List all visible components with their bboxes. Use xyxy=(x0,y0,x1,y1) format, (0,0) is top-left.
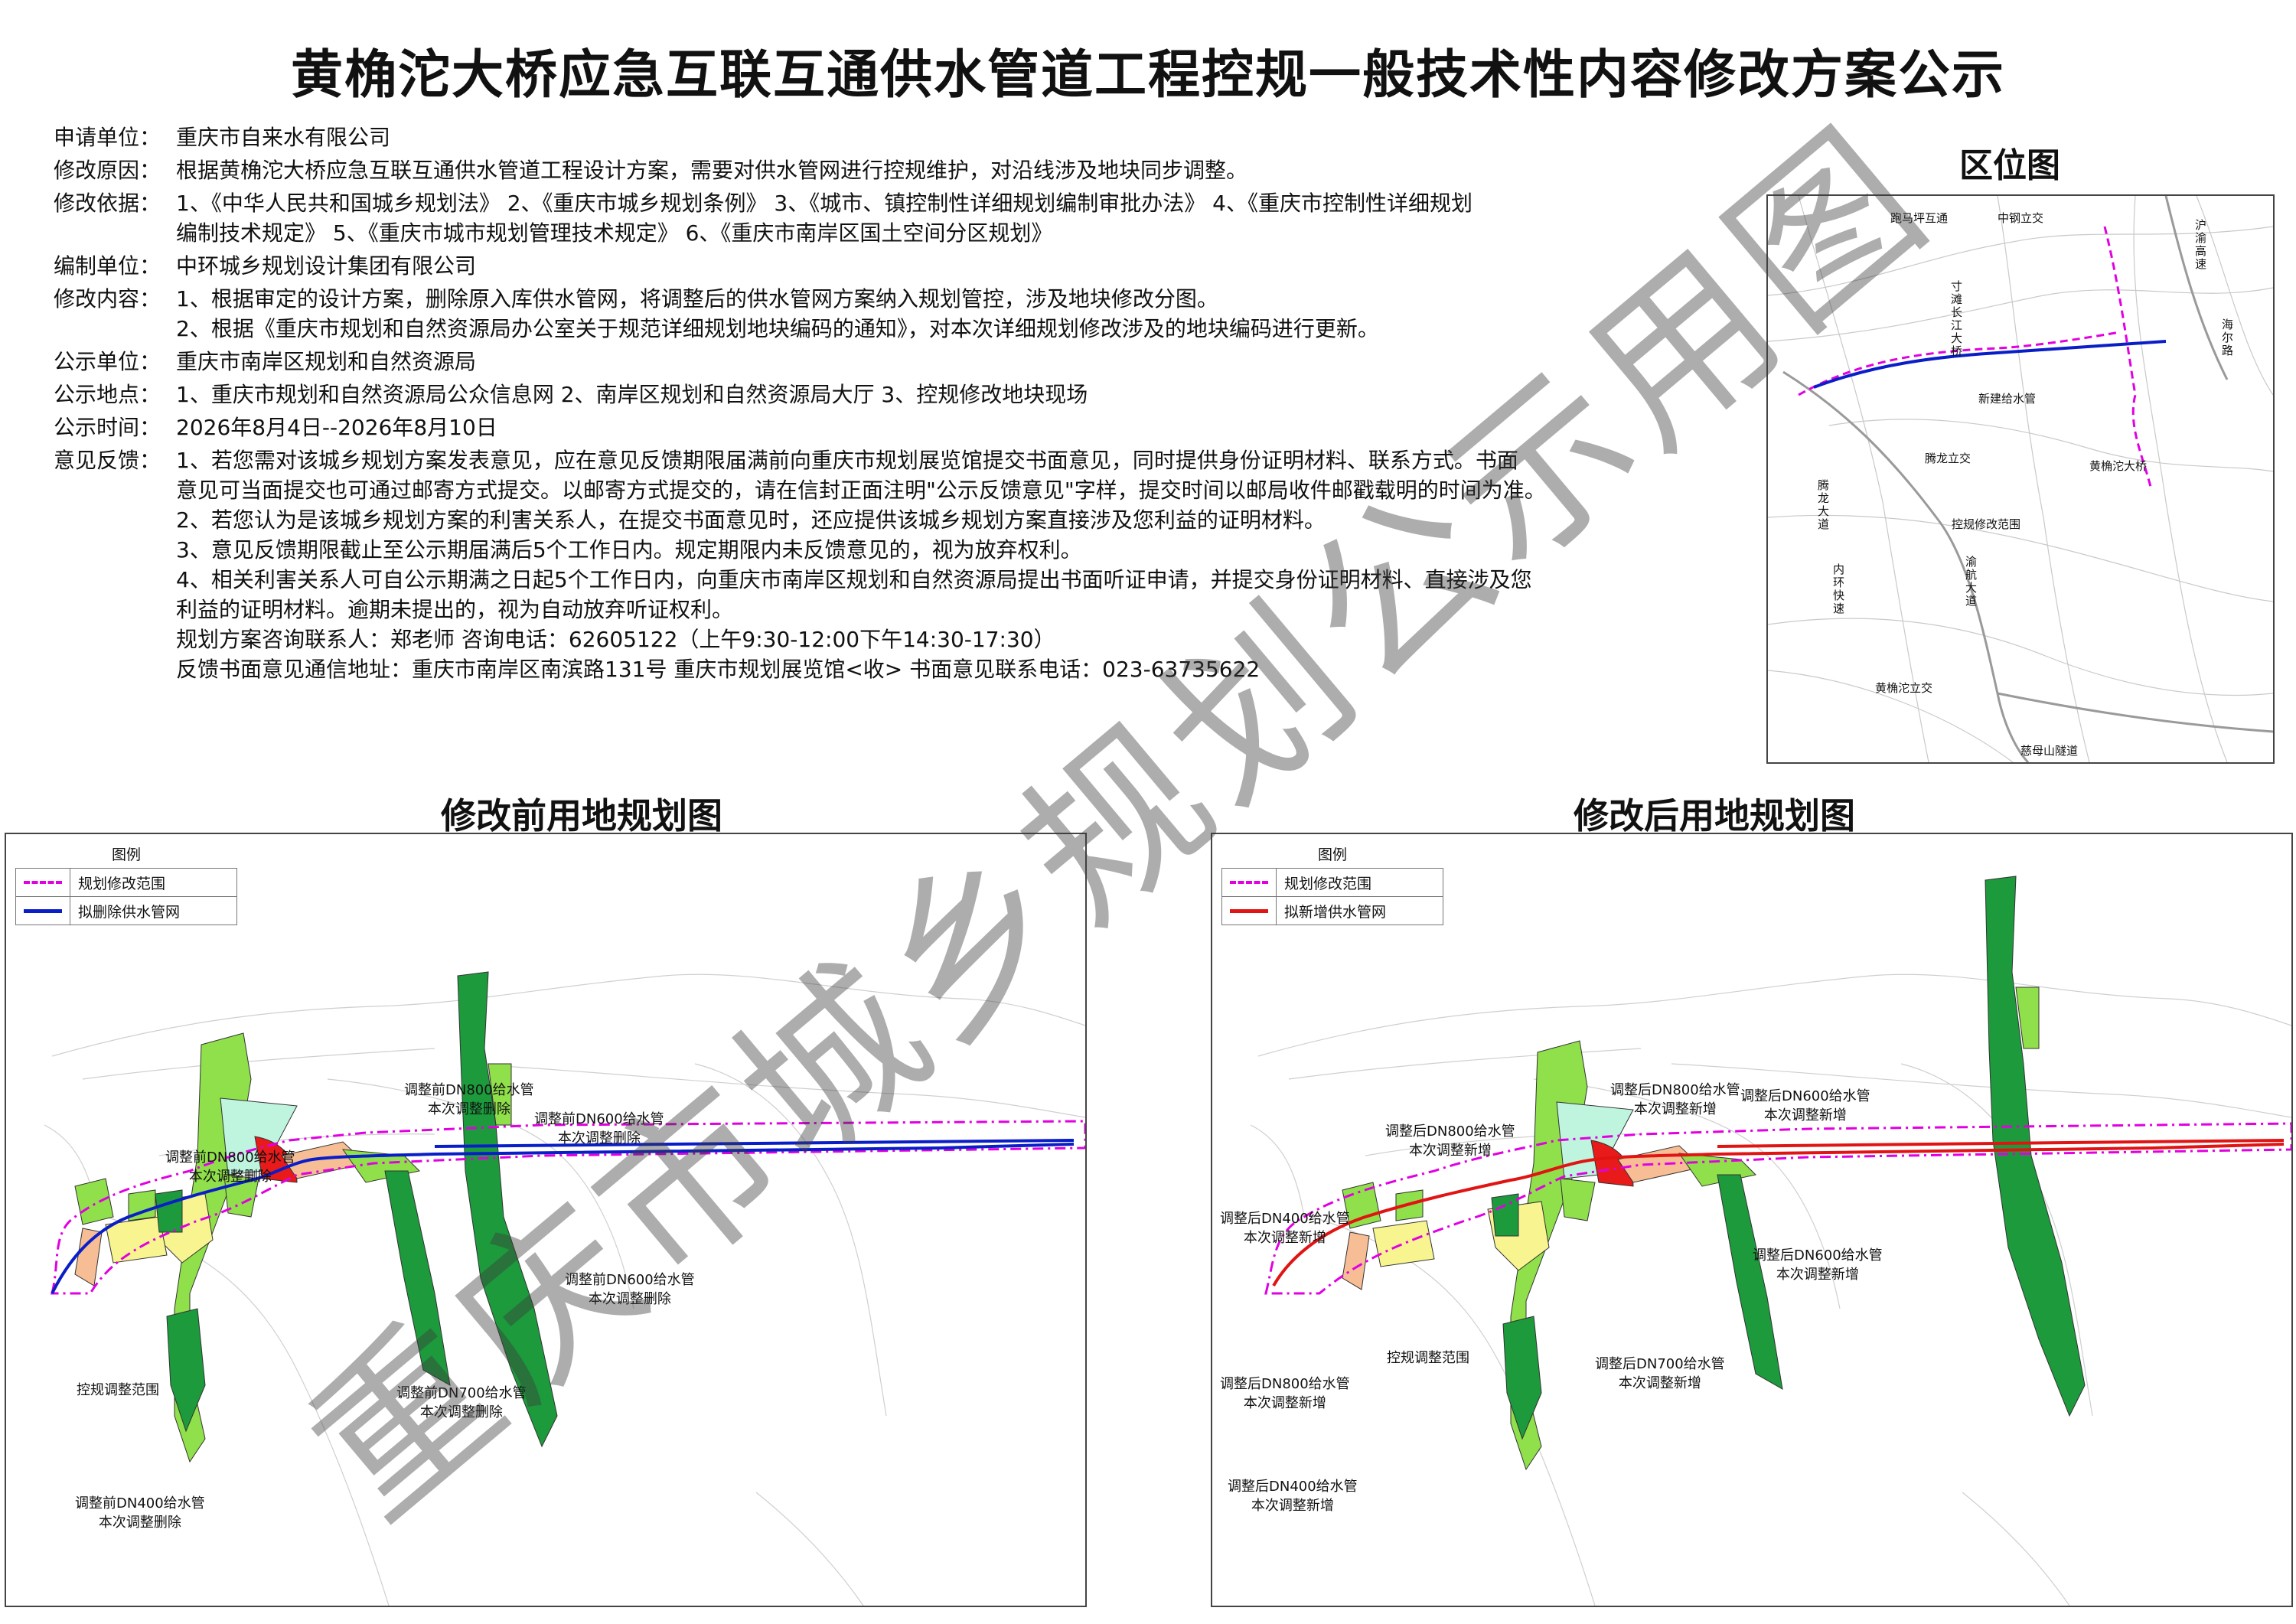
location-label: 公示地点： xyxy=(54,382,161,407)
after-annotation-dn800-left: 调整后DN800给水管本次调整新增 xyxy=(1385,1123,1515,1159)
before-map-graphic xyxy=(44,971,1085,1606)
before-annotation-range: 控规调整范围 xyxy=(77,1382,159,1398)
compiler-value: 中环城乡规划设计集团有限公司 xyxy=(176,253,477,279)
loc-label-huangjuetuo-jc: 黄桷沱立交 xyxy=(1875,681,1933,695)
after-legend-range: 规划修改范围 xyxy=(1221,868,1443,897)
info-block: 申请单位： 重庆市自来水有限公司 修改原因： 根据黄桷沱大桥应急互联互通供水管道… xyxy=(54,122,1768,687)
pipe-line-swatch xyxy=(16,897,70,925)
feedback-1b: 意见可当面提交也可通过邮寄方式提交。以邮寄方式提交的，请在信封正面注明"公示反馈… xyxy=(176,478,1546,503)
loc-label-paoma: 跑马坪互通 xyxy=(1890,211,1949,225)
after-map-title: 修改后用地规划图 xyxy=(1574,795,1855,836)
range-line-swatch xyxy=(16,869,70,896)
location-map: 跑马坪互通 中钢立交 沪渝高速 寸滩长江大桥 海尔路 新建给水管 腾龙立交 黄桷… xyxy=(1766,194,2275,764)
applicant-label: 申请单位： xyxy=(54,125,161,150)
applicant-value: 重庆市自来水有限公司 xyxy=(176,125,391,150)
basis-label: 修改依据： xyxy=(54,191,161,216)
content-row: 修改内容： 1、根据审定的设计方案，删除原入库供水管网，将调整后的供水管网方案纳… xyxy=(54,284,1768,344)
basis-line-2: 编制技术规定》 5、《重庆市城市规划管理技术规定》 6、《重庆市南岸区国土空间分… xyxy=(176,220,1053,246)
feedback-label: 意见反馈： xyxy=(54,448,161,473)
feedback-row: 意见反馈： 1、若您需对该城乡规划方案发表意见，应在意见反馈期限届满前向重庆市规… xyxy=(54,445,1768,684)
address-line: 反馈书面意见通信地址：重庆市南岸区南滨路131号 重庆市规划展览馆<收> 书面意… xyxy=(176,657,1261,682)
after-annotation-dn800-top: 调整后DN800给水管本次调整新增 xyxy=(1610,1082,1740,1117)
after-map-panel: 图例 规划修改范围 拟新增供水管网 调整后DN800给水管本次调整新增 调整后D… xyxy=(1211,833,2293,1607)
loc-label-inner-ring: 内环快速 xyxy=(1831,563,1845,615)
basis-line-1: 1、《中华人民共和国城乡规划法》 2、《重庆市城乡规划条例》 3、《城市、镇控制… xyxy=(176,191,1473,216)
loc-label-cuntan: 寸滩长江大桥 xyxy=(1949,280,1963,358)
after-annotation-dn400-left: 调整后DN400给水管本次调整新增 xyxy=(1220,1211,1350,1246)
loc-label-haier: 海尔路 xyxy=(2220,318,2234,357)
after-legend-title: 图例 xyxy=(1317,846,1347,863)
before-legend-range: 规划修改范围 xyxy=(15,868,237,897)
location-row: 公示地点： 1、重庆市规划和自然资源局公众信息网 2、南岸区规划和自然资源局大厅… xyxy=(54,380,1768,409)
feedback-1a: 1、若您需对该城乡规划方案发表意见，应在意见反馈期限届满前向重庆市规划展览馆提交… xyxy=(176,448,1518,473)
location-map-title: 区位图 xyxy=(1959,146,2060,185)
loc-label-tenglong-rd: 腾龙大道 xyxy=(1816,479,1830,531)
after-legend-range-label: 规划修改范围 xyxy=(1284,875,1372,892)
after-annotation-dn700: 调整后DN700给水管本次调整新增 xyxy=(1595,1356,1725,1391)
feedback-3: 3、意见反馈期限截止至公示期届满后5个工作日内。规定期限内未反馈意见的，视为放弃… xyxy=(176,537,1082,563)
content-label: 修改内容： xyxy=(54,286,161,311)
loc-label-tenglong-jc: 腾龙立交 xyxy=(1925,452,1971,465)
reason-row: 修改原因： 根据黄桷沱大桥应急互联互通供水管道工程设计方案，需要对供水管网进行控… xyxy=(54,155,1768,185)
feedback-4b: 利益的证明材料。逾期未提出的，视为自动放弃听证权利。 xyxy=(176,597,734,622)
loc-label-xinjian: 新建给水管 xyxy=(1978,392,2037,406)
before-annotation-dn600-top: 调整前DN600给水管本次调整删除 xyxy=(534,1111,664,1146)
after-legend: 图例 规划修改范围 拟新增供水管网 xyxy=(1221,843,1443,925)
publisher-value: 重庆市南岸区规划和自然资源局 xyxy=(176,349,477,374)
range-line-swatch xyxy=(1222,869,1277,896)
compiler-label: 编制单位： xyxy=(54,253,161,279)
loc-label-zhonggang: 中钢立交 xyxy=(1998,211,2044,225)
time-label: 公示时间： xyxy=(54,415,161,440)
pipe-line-swatch xyxy=(1222,897,1277,925)
time-row: 公示时间： 2026年8月4日--2026年8月10日 xyxy=(54,413,1768,442)
reason-label: 修改原因： xyxy=(54,158,161,183)
after-annotation-dn600-top: 调整后DN600给水管本次调整新增 xyxy=(1740,1088,1870,1123)
before-legend-range-label: 规划修改范围 xyxy=(78,875,166,892)
before-legend-title: 图例 xyxy=(111,846,141,863)
loc-label-huangjuetuo-bridge: 黄桷沱大桥 xyxy=(2089,459,2148,473)
content-item-2: 2、根据《重庆市规划和自然资源局办公室关于规范详细规划地块编码的通知》，对本次详… xyxy=(176,316,1379,341)
page-title: 黄桷沱大桥应急互联互通供水管道工程控规一般技术性内容修改方案公示 xyxy=(290,45,2005,106)
content-item-1: 1、根据审定的设计方案，删除原入库供水管网，将调整后的供水管网方案纳入规划管控，… xyxy=(176,286,1218,311)
location-map-graphic xyxy=(1768,196,2273,762)
time-value: 2026年8月4日--2026年8月10日 xyxy=(176,415,497,440)
before-annotation-dn400: 调整前DN400给水管本次调整删除 xyxy=(75,1495,205,1531)
before-annotation-dn700: 调整前DN700给水管本次调整删除 xyxy=(396,1385,527,1420)
after-legend-pipe-label: 拟新增供水管网 xyxy=(1284,903,1387,921)
before-map-panel: 图例 规划修改范围 拟删除供水管网 调整前DN800给水管本次调整删除 调整前D… xyxy=(5,833,1087,1607)
after-annotation-dn400-bottom: 调整后DN400给水管本次调整新增 xyxy=(1228,1479,1358,1514)
publisher-label: 公示单位： xyxy=(54,349,161,374)
before-legend-pipe: 拟删除供水管网 xyxy=(15,896,237,925)
before-map-title: 修改前用地规划图 xyxy=(441,795,722,836)
loc-label-range: 控规修改范围 xyxy=(1952,517,2021,531)
before-annotation-dn800-left: 调整前DN800给水管本次调整删除 xyxy=(165,1150,295,1185)
contact-line: 规划方案咨询联系人：郑老师 咨询电话：62605122（上午9:30-12:00… xyxy=(176,627,1055,652)
applicant-row: 申请单位： 重庆市自来水有限公司 xyxy=(54,122,1768,152)
compiler-row: 编制单位： 中环城乡规划设计集团有限公司 xyxy=(54,251,1768,281)
after-annotation-dn600-mid: 调整后DN600给水管本次调整新增 xyxy=(1753,1247,1883,1283)
feedback-2: 2、若您认为是该城乡规划方案的利害关系人，在提交书面意见时，还应提供该城乡规划方… xyxy=(176,507,1326,533)
publisher-row: 公示单位： 重庆市南岸区规划和自然资源局 xyxy=(54,347,1768,377)
after-legend-pipe: 拟新增供水管网 xyxy=(1221,896,1443,925)
feedback-4a: 4、相关利害关系人可自公示期满之日起5个工作日内，向重庆市南岸区规划和自然资源局… xyxy=(176,567,1532,592)
location-value: 1、重庆市规划和自然资源局公众信息网 2、南岸区规划和自然资源局大厅 3、控规修… xyxy=(176,382,1088,407)
before-annotation-dn600-mid: 调整前DN600给水管本次调整删除 xyxy=(565,1272,695,1307)
before-annotation-dn800-top: 调整前DN800给水管本次调整删除 xyxy=(404,1082,534,1117)
after-annotation-dn800-bottom: 调整后DN800给水管本次调整新增 xyxy=(1220,1376,1350,1411)
after-annotation-range: 控规调整范围 xyxy=(1387,1350,1469,1366)
after-map-graphic xyxy=(1250,876,2291,1606)
before-legend-pipe-label: 拟删除供水管网 xyxy=(78,903,181,921)
loc-label-cimu: 慈母山隧道 xyxy=(2020,744,2079,758)
loc-label-huyu: 沪渝高速 xyxy=(2193,219,2207,271)
reason-value: 根据黄桷沱大桥应急互联互通供水管道工程设计方案，需要对供水管网进行控规维护，对沿… xyxy=(176,158,1248,183)
basis-row: 修改依据： 1、《中华人民共和国城乡规划法》 2、《重庆市城乡规划条例》 3、《… xyxy=(54,188,1768,248)
loc-label-yuhang: 渝航大道 xyxy=(1964,556,1978,608)
before-legend: 图例 规划修改范围 拟删除供水管网 xyxy=(15,843,237,925)
